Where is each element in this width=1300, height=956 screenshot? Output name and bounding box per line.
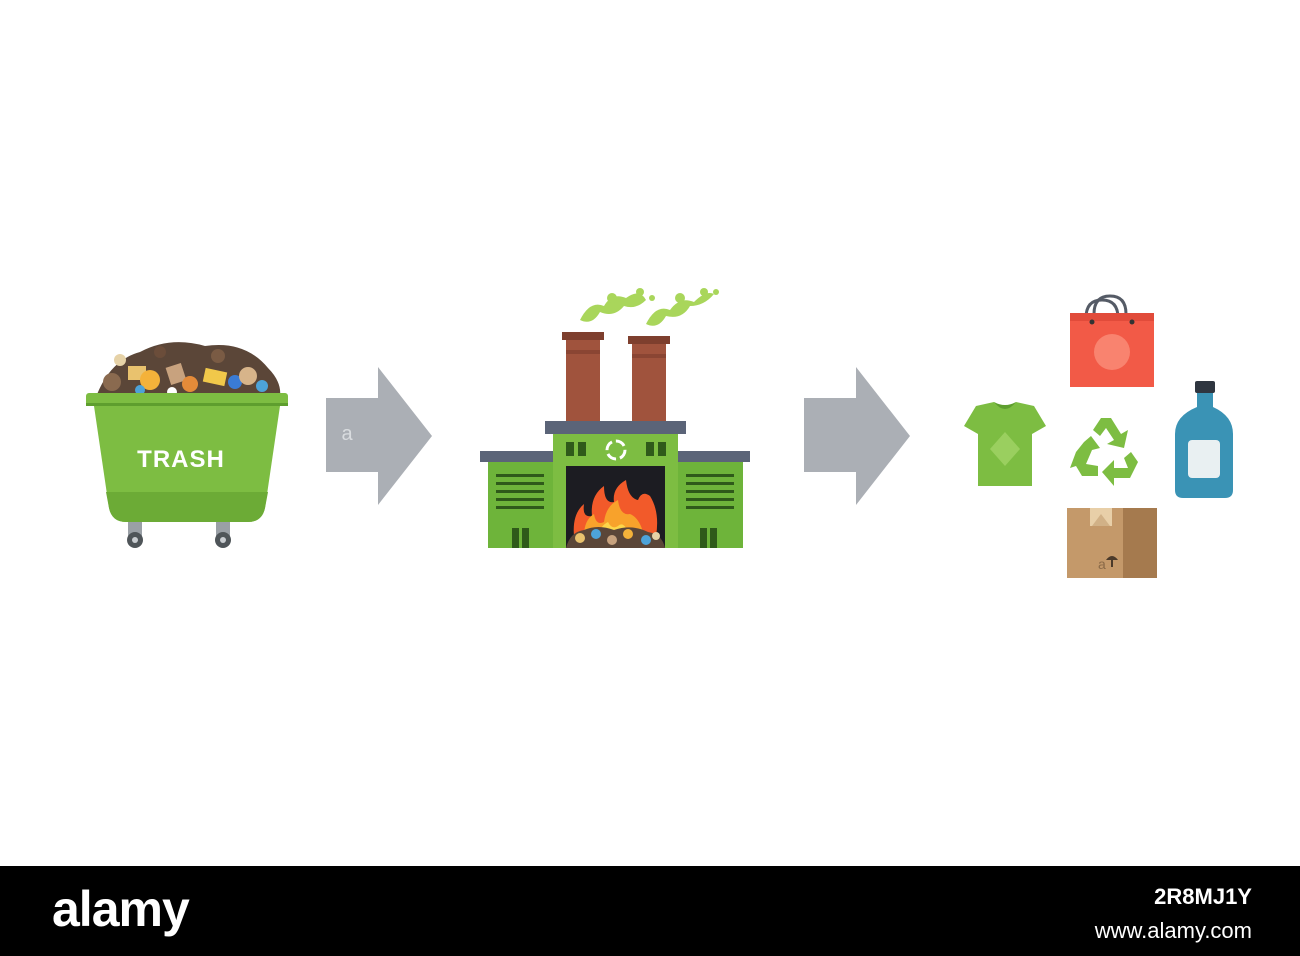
glass-bottle-icon [1175,381,1233,498]
alamy-logo: alamy [52,881,190,937]
garbage-heap [96,342,281,397]
process-arrow-1: a [326,367,432,505]
trash-bin-icon: TRASH [86,342,288,548]
burning-garbage [566,527,665,548]
footer-info: 2R8MJ1Y www.alamy.com [1095,884,1252,944]
chimney-right [628,336,670,424]
bin-wheels [127,522,231,548]
recycling-factory-icon [480,288,750,548]
watermark-footer: alamy 2R8MJ1Y www.alamy.com [0,866,1300,956]
trash-label: TRASH [137,446,225,473]
svg-text:a: a [1098,556,1106,572]
factory-recycle-icon [605,439,627,461]
diagram-canvas: TRASH a [86,288,1233,578]
t-shirt-icon [964,402,1046,486]
image-id: 2R8MJ1Y [1154,884,1252,909]
recycle-icon [1070,418,1138,486]
process-arrow-2 [804,367,910,505]
site-url: www.alamy.com [1094,918,1252,943]
bin-rim [86,393,288,406]
smoke-icon [580,288,719,326]
chimney-left [562,332,604,424]
cardboard-box-icon: a [1067,508,1157,578]
shopping-bag-icon [1070,294,1154,387]
svg-text:a: a [341,423,353,445]
